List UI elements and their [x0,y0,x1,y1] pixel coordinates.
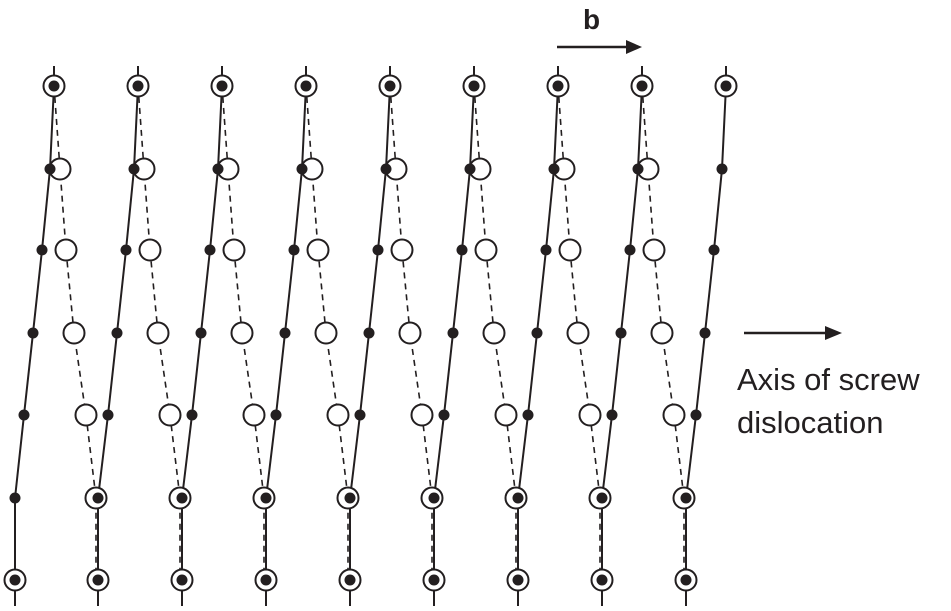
solid-atom [632,163,644,175]
solid-atom [464,163,476,175]
solid-atom [363,327,375,339]
coincident-atom-dot [428,574,440,586]
solid-atom [540,244,552,256]
open-atom [54,238,78,262]
solid-atom [624,244,636,256]
open-atom [74,403,98,427]
solid-atom [176,492,188,504]
solid-atom [27,327,39,339]
open-atom [642,238,666,262]
coincident-atom-dot [384,80,396,92]
open-atom [146,321,170,345]
coincident-atom-dot [680,574,692,586]
solid-atom [428,492,440,504]
coincident-atom-dot [512,574,524,586]
open-atom [62,321,86,345]
open-atom [230,321,254,345]
open-atom [558,238,582,262]
solid-atom [9,492,21,504]
solid-atom [186,409,198,421]
open-atom [390,238,414,262]
solid-atom [212,163,224,175]
solid-atom [36,244,48,256]
solid-atom [102,409,114,421]
open-atom [314,321,338,345]
open-atom [306,238,330,262]
open-atom [578,403,602,427]
solid-atom [447,327,459,339]
open-atom [398,321,422,345]
burgers-vector-arrowhead [626,40,642,54]
solid-atom [438,409,450,421]
arrows [557,40,842,340]
solid-atom [456,244,468,256]
solid-atom [522,409,534,421]
solid-atom [92,492,104,504]
open-atom [158,403,182,427]
solid-atom [615,327,627,339]
solid-atom [204,244,216,256]
solid-atom [296,163,308,175]
solid-atom [279,327,291,339]
coincident-atom-dot [9,574,21,586]
solid-atom [270,409,282,421]
coincident-atom-dot [300,80,312,92]
coincident-atom-dot [636,80,648,92]
solid-atom [354,409,366,421]
coincident-atom-dot [344,574,356,586]
solid-atom [344,492,356,504]
burgers-vector-label: b [583,4,601,35]
solid-atom [380,163,392,175]
coincident-atom-dot [260,574,272,586]
solid-atom [111,327,123,339]
open-atom [138,238,162,262]
coincident-atom-dot [48,80,60,92]
coincident-atom-dot [596,574,608,586]
solid-atom [260,492,272,504]
coincident-atom-dot [468,80,480,92]
open-atom [662,403,686,427]
solid-atom [606,409,618,421]
solid-atom [44,163,56,175]
solid-atom [512,492,524,504]
open-atom [410,403,434,427]
axis-label-line-2: dislocation [737,405,884,440]
open-atom [242,403,266,427]
coincident-atom-dot [216,80,228,92]
solid-atom [680,492,692,504]
open-atom [494,403,518,427]
coincident-atom-dot [720,80,732,92]
open-atom [482,321,506,345]
solid-atom [120,244,132,256]
solid-atom [128,163,140,175]
solid-atom [195,327,207,339]
solid-atom [288,244,300,256]
lattice-atoms [3,74,738,592]
coincident-atom-dot [176,574,188,586]
open-atom [650,321,674,345]
open-atom [326,403,350,427]
open-atom [474,238,498,262]
open-atom [566,321,590,345]
solid-atom [372,244,384,256]
solid-atom [596,492,608,504]
solid-atom [699,327,711,339]
solid-atom [716,163,728,175]
open-atom [222,238,246,262]
coincident-atom-dot [132,80,144,92]
solid-atom [18,409,30,421]
solid-atom [548,163,560,175]
solid-atom [690,409,702,421]
coincident-atom-dot [552,80,564,92]
solid-atom [531,327,543,339]
coincident-atom-dot [92,574,104,586]
axis-label-line-1: Axis of screw [737,362,920,397]
axis-arrowhead [825,326,842,340]
solid-atom [708,244,720,256]
